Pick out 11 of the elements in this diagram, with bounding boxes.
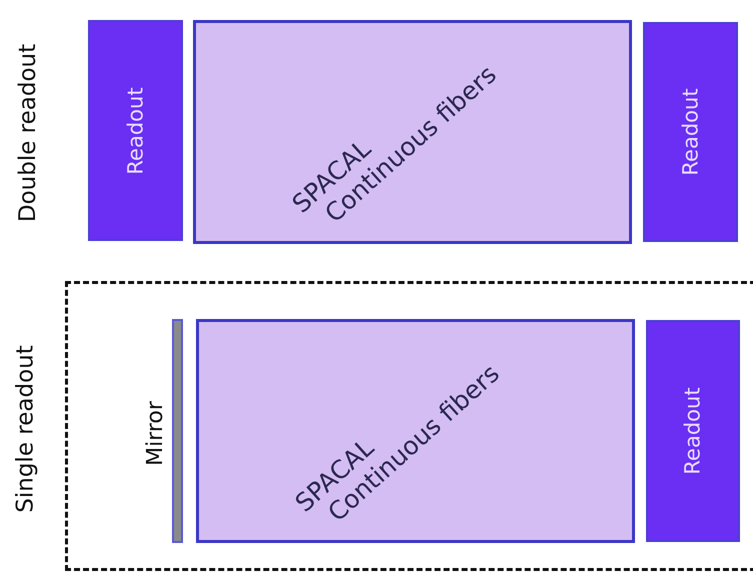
readout-box xyxy=(643,22,738,242)
section-label: Double readout xyxy=(15,43,41,222)
calorimeter-block xyxy=(193,20,632,244)
mirror-label: Mirror xyxy=(142,400,168,466)
calorimeter-block xyxy=(196,319,635,543)
readout-box xyxy=(88,20,183,241)
readout-label: Readout xyxy=(124,86,148,174)
section-label: Single readout xyxy=(13,345,39,513)
readout-label: Readout xyxy=(678,88,702,176)
readout-box xyxy=(646,320,740,542)
readout-label: Readout xyxy=(681,387,705,475)
